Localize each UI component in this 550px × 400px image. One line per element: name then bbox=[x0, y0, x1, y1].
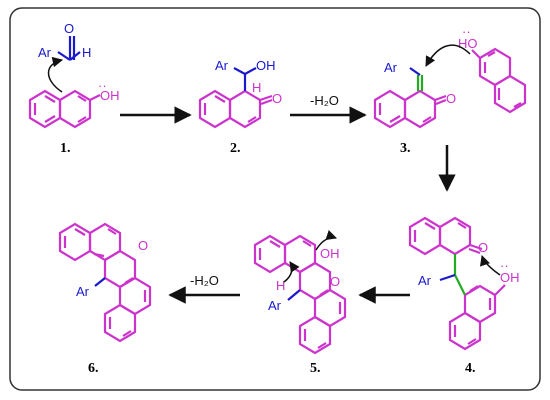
aldehyde-h: H bbox=[82, 45, 91, 60]
compound-3-quinone-methide bbox=[373, 89, 447, 129]
compound-6-o: O bbox=[138, 238, 148, 253]
nucleophile-naphthol bbox=[471, 47, 527, 114]
compound-2-oh: OH bbox=[256, 58, 276, 73]
nucleophile-ho: HO bbox=[458, 36, 478, 51]
compound-5-ar-bond bbox=[287, 289, 301, 301]
compound-4-ar: Ar bbox=[418, 273, 432, 288]
compound-5-h: H bbox=[276, 278, 285, 293]
compound-2-label: 2. bbox=[230, 141, 241, 156]
compound-6-label: 6. bbox=[88, 361, 99, 376]
compound-4-central-carbon bbox=[439, 254, 466, 296]
curved-arrow-proton bbox=[283, 261, 300, 283]
compound-4-label: 4. bbox=[465, 361, 476, 376]
compound-5-o: O bbox=[330, 274, 340, 289]
nucleophile-lone-pair: ·· bbox=[462, 24, 471, 39]
curved-arrow-attack-3 bbox=[425, 44, 471, 67]
compound-5-oh: OH bbox=[320, 246, 340, 261]
compound-5-ar: Ar bbox=[268, 298, 282, 313]
compound-1-label: 1. bbox=[60, 141, 71, 156]
compound-6-ar: Ar bbox=[76, 284, 90, 299]
compound-3-methylidene bbox=[409, 67, 424, 91]
compound-2-h: H bbox=[252, 80, 261, 95]
compound-5-label: 5. bbox=[310, 361, 321, 376]
curved-arrow-elimination bbox=[315, 230, 337, 251]
curved-arrow-enolization bbox=[480, 255, 501, 276]
compound-6-xanthene bbox=[58, 222, 152, 343]
compound-3-label: 3. bbox=[400, 141, 411, 156]
compound-1-lone-pair: ·· bbox=[98, 78, 107, 93]
compound-4-o: O bbox=[478, 240, 488, 255]
compound-2-ar: Ar bbox=[215, 58, 229, 73]
condition-dehydration-2: -H₂O bbox=[190, 273, 219, 288]
compound-2-o: O bbox=[272, 91, 282, 106]
aldehyde-o: O bbox=[64, 21, 74, 36]
scheme-frame bbox=[9, 7, 541, 391]
condition-dehydration-1: -H₂O bbox=[310, 93, 339, 108]
compound-3-o: O bbox=[446, 91, 456, 106]
aldehyde-group bbox=[57, 36, 81, 61]
aldehyde-ar: Ar bbox=[38, 45, 52, 60]
compound-2-dienone bbox=[198, 89, 273, 129]
compound-4-oh: OH bbox=[500, 270, 520, 285]
compound-3-ar: Ar bbox=[384, 60, 398, 75]
compound-4-lone-pair: ·· bbox=[500, 258, 509, 273]
compound-6-ar-bond bbox=[94, 277, 106, 287]
compound-5-hemiketal bbox=[253, 234, 347, 355]
compound-2-substituent bbox=[233, 67, 257, 91]
compound-4-adduct bbox=[408, 216, 506, 351]
compound-1-naphthol bbox=[28, 89, 101, 129]
compound-1-oh: OH bbox=[100, 88, 120, 103]
curved-arrow-attack-1 bbox=[47, 56, 64, 93]
